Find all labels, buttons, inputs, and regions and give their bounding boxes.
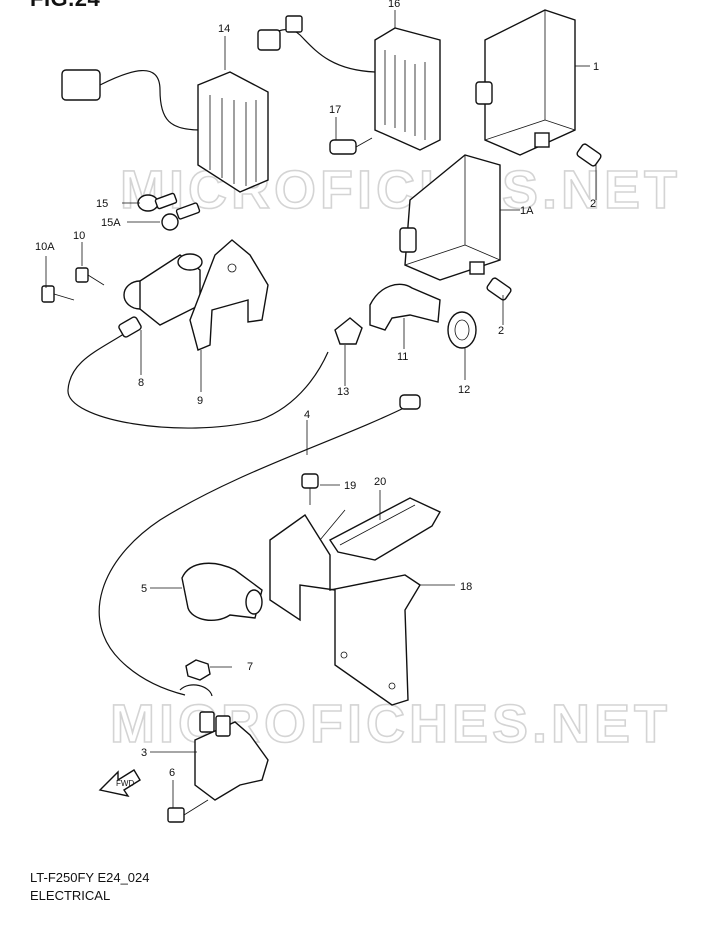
callout-3: 3: [141, 747, 147, 759]
callout-7: 7: [247, 661, 253, 673]
callout-2-upper: 2: [590, 198, 596, 210]
callout-4: 4: [304, 409, 310, 421]
callout-16: 16: [388, 0, 400, 10]
callout-6: 6: [169, 767, 175, 779]
bolt-2-lower[interactable]: [486, 277, 512, 301]
bracket-18[interactable]: [269, 509, 421, 706]
figure-name: ELECTRICAL: [30, 888, 111, 903]
figure-title: FIG.24: [30, 0, 100, 12]
bolt-15a[interactable]: [161, 202, 201, 231]
regulator-14[interactable]: [61, 69, 269, 193]
figure-code: LT-F250FY E24_024: [30, 870, 150, 885]
callout-1: 1: [593, 61, 599, 73]
grommet-12[interactable]: [447, 311, 477, 349]
bolt-15[interactable]: [137, 192, 178, 212]
fwd-arrow: FWD: [98, 769, 141, 798]
leader-lines: [45, 10, 597, 808]
fwd-label: FWD: [116, 779, 134, 788]
boot-11[interactable]: [369, 283, 441, 331]
bolt-6[interactable]: [167, 799, 209, 823]
callout-17: 17: [329, 104, 341, 116]
callout-10: 10: [73, 230, 85, 242]
regulator-rectifier-16[interactable]: [257, 15, 441, 151]
nut-7[interactable]: [185, 659, 211, 681]
cdi-unit-1[interactable]: [475, 9, 576, 156]
callout-10a: 10A: [35, 241, 55, 253]
plug-cap-13[interactable]: [334, 317, 363, 345]
starter-relay-3[interactable]: [179, 684, 269, 801]
callout-5: 5: [141, 583, 147, 595]
bolt-10[interactable]: [75, 267, 105, 286]
lead-wire-4[interactable]: [98, 394, 421, 696]
callout-15a: 15A: [101, 217, 121, 229]
callout-20: 20: [374, 476, 386, 488]
callout-11: 11: [397, 351, 408, 363]
callout-15: 15: [96, 198, 108, 210]
bolt-17[interactable]: [329, 137, 373, 155]
coil-bracket-9[interactable]: [189, 239, 269, 351]
terminal-cap-5[interactable]: [181, 562, 263, 622]
cdi-unit-1a[interactable]: [399, 154, 501, 281]
callout-1a: 1A: [520, 205, 534, 217]
callout-12: 12: [458, 384, 470, 396]
bolt-10a[interactable]: [41, 285, 75, 303]
callout-19: 19: [344, 480, 356, 492]
callout-9: 9: [197, 395, 203, 407]
callout-13: 13: [337, 386, 349, 398]
callout-18: 18: [460, 581, 472, 593]
bolt-19[interactable]: [301, 473, 319, 505]
bolt-2-upper[interactable]: [576, 143, 602, 167]
callout-8: 8: [138, 377, 144, 389]
band-20[interactable]: [328, 497, 441, 561]
callout-2-lower: 2: [498, 325, 504, 337]
callout-14: 14: [218, 23, 230, 35]
ignition-coil-8[interactable]: [67, 253, 329, 429]
